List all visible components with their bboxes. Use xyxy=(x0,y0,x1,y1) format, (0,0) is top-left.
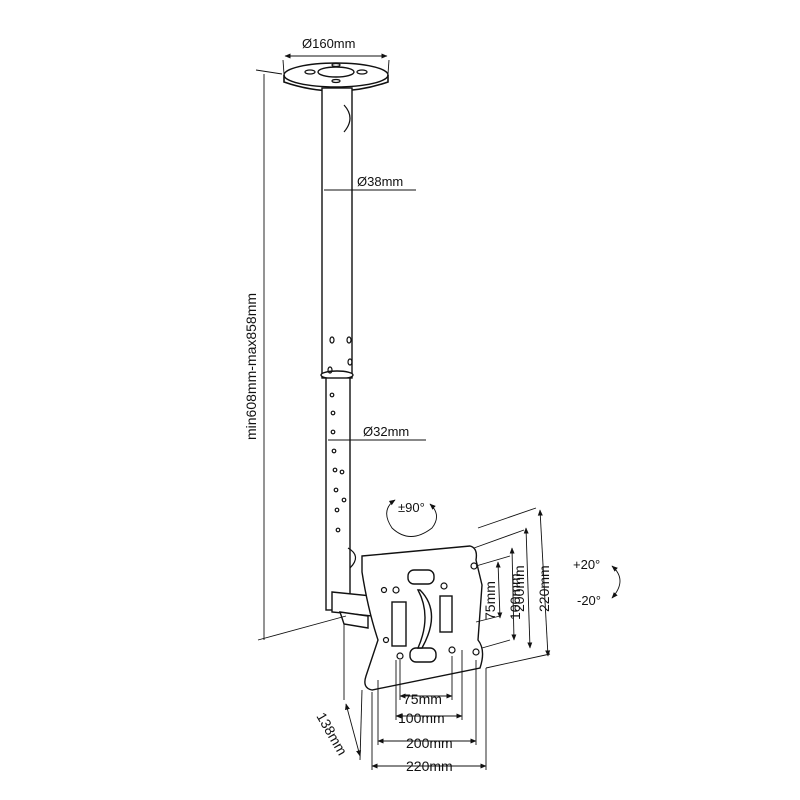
height-range-label: min608mm-max858mm xyxy=(243,293,259,440)
horizontal-220mm-label: 220mm xyxy=(406,758,453,774)
horizontal-75mm-label: 75mm xyxy=(403,691,442,707)
ceiling-plate xyxy=(283,62,389,92)
tilt-down-label: -20° xyxy=(577,593,601,608)
upper-tube xyxy=(320,87,354,380)
depth-dimension xyxy=(343,624,363,761)
vertical-vesa-dimensions xyxy=(473,507,551,669)
mount-bracket xyxy=(331,591,373,629)
height-dimension xyxy=(255,69,347,641)
vertical-75mm-label: 75mm xyxy=(482,581,498,620)
horizontal-vesa-dimensions xyxy=(371,650,487,770)
vertical-220mm-label: 220mm xyxy=(536,565,552,612)
plate-diameter-label: Ø160mm xyxy=(302,36,355,51)
lower-tube xyxy=(325,377,357,611)
tv-plate xyxy=(361,545,484,691)
tilt-arrow-icon xyxy=(611,565,621,599)
swivel-label: ±90° xyxy=(398,500,425,515)
vertical-100mm-label: 100mm xyxy=(507,573,523,620)
depth-138mm-label: 138mm xyxy=(313,710,350,758)
lower-tube-diameter-label: Ø32mm xyxy=(363,424,409,439)
plate-diameter-dimension xyxy=(282,53,390,75)
horizontal-200mm-label: 200mm xyxy=(406,735,453,751)
tube-holes xyxy=(329,392,347,533)
horizontal-100mm-label: 100mm xyxy=(398,710,445,726)
vertical-200mm-label: 200mm xyxy=(511,565,527,612)
swivel-arrow-icon xyxy=(386,499,437,537)
tilt-up-label: +20° xyxy=(573,557,600,572)
upper-tube-diameter-label: Ø38mm xyxy=(357,174,403,189)
